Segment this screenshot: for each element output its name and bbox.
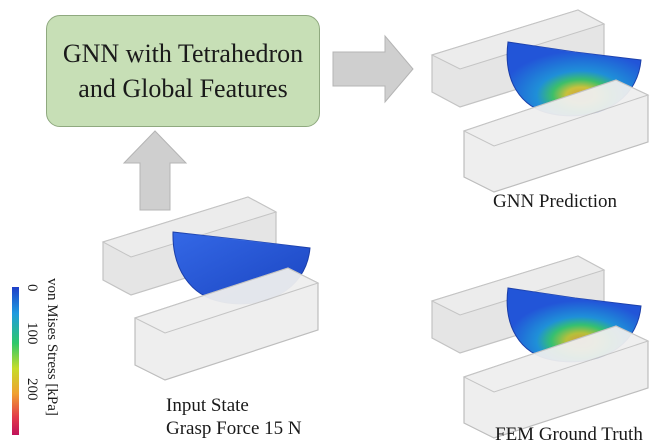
gnn-prediction-scene bbox=[430, 9, 650, 193]
gnn-prediction-caption: GNN Prediction bbox=[493, 191, 618, 212]
colorbar-tick-100: 100 bbox=[24, 322, 40, 345]
colorbar-title: von Mises Stress [kPa] bbox=[44, 278, 60, 416]
model-box-line2: and Global Features bbox=[78, 74, 288, 103]
model-box-line1: GNN with Tetrahedron bbox=[62, 39, 304, 68]
input-state-caption: Input State Grasp Force 15 N bbox=[166, 394, 302, 440]
input-caption-line2: Grasp Force 15 N bbox=[166, 418, 302, 439]
colorbar-tick-200: 200 bbox=[24, 378, 40, 401]
colorbar-tick-0: 0 bbox=[24, 284, 40, 292]
fem-ground-truth-scene bbox=[430, 255, 650, 439]
input-caption-line1: Input State bbox=[166, 395, 249, 416]
input-state-scene bbox=[101, 196, 320, 381]
arrow-up-icon bbox=[122, 130, 188, 211]
arrow-right-icon bbox=[332, 34, 414, 104]
model-box: GNN with Tetrahedron and Global Features bbox=[46, 15, 320, 127]
colorbar bbox=[12, 287, 19, 435]
fem-ground-truth-caption: FEM Ground Truth bbox=[495, 424, 643, 445]
